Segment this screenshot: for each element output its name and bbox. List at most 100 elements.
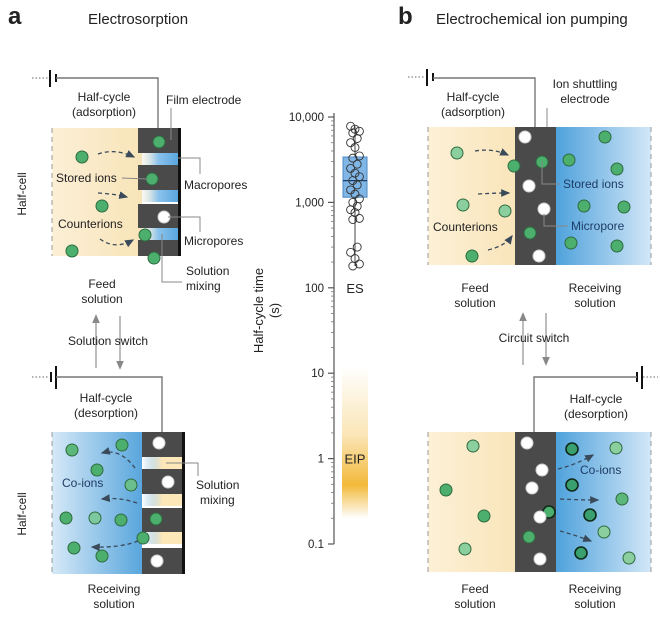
eip-range-band bbox=[342, 366, 368, 519]
solution-switch-label: Solution switch bbox=[68, 334, 148, 348]
es-data-point bbox=[354, 213, 364, 223]
leader-line bbox=[168, 216, 201, 232]
leader-line bbox=[166, 462, 199, 476]
receiving-solution-sub: solution bbox=[574, 597, 615, 611]
film-electrode bbox=[142, 432, 185, 574]
es-data-point bbox=[352, 134, 362, 143]
circuit-wire bbox=[433, 77, 536, 127]
halfcycle-desorption-label: Half-cycle bbox=[570, 392, 623, 406]
solution-mixing-sub: mixing bbox=[200, 493, 235, 507]
es-data-point bbox=[346, 205, 356, 215]
y-axis-label: Half-cycle time bbox=[251, 268, 266, 353]
es-data-point bbox=[354, 172, 364, 182]
es-data-point bbox=[348, 153, 358, 163]
solution-mixing-label: Solution bbox=[186, 264, 229, 278]
stored-ions-label: Stored ions bbox=[563, 177, 624, 191]
battery-icon bbox=[636, 366, 658, 389]
halfcycle-desorption-label: Half-cycle bbox=[80, 391, 133, 405]
leader-line bbox=[541, 162, 560, 185]
y-tick-label: 0.1 bbox=[308, 539, 324, 551]
micropores-label: Micropores bbox=[184, 234, 243, 248]
es-boxplot bbox=[342, 121, 368, 271]
receiving-solution-sub: solution bbox=[93, 597, 134, 611]
battery-icon bbox=[32, 366, 57, 389]
leader-line bbox=[178, 157, 201, 174]
ions-top-b bbox=[450, 130, 631, 263]
panel-a-letter: a bbox=[8, 3, 22, 30]
micropore-label: Micropore bbox=[571, 219, 625, 233]
circuit-wire bbox=[56, 376, 163, 432]
y-tick-label: 10,000 bbox=[289, 112, 324, 124]
leader-line bbox=[121, 177, 149, 180]
ion-shuttling-electrode bbox=[515, 432, 556, 572]
y-tick-label: 1,000 bbox=[295, 197, 324, 209]
macropores-label: Macropores bbox=[184, 178, 247, 192]
battery-icon bbox=[32, 70, 57, 87]
ions-top-a bbox=[65, 135, 171, 265]
ion-flow-arrows bbox=[557, 454, 600, 542]
es-data-point bbox=[350, 142, 360, 152]
ion-shuttling-electrode-label: Ion shuttling bbox=[553, 77, 618, 91]
panel-b-title: Electrochemical ion pumping bbox=[436, 11, 628, 28]
receiving-solution-label: Receiving bbox=[569, 281, 622, 295]
halfcycle-desorption-sub: (desorption) bbox=[564, 407, 628, 421]
leader-line bbox=[543, 214, 568, 227]
ion-shuttling-electrode bbox=[515, 127, 556, 265]
half-cell-label: Half-cell bbox=[15, 492, 29, 535]
eip-band-rect bbox=[342, 366, 368, 519]
feed-solution-region bbox=[428, 432, 515, 572]
y-tick-label: 100 bbox=[305, 283, 324, 295]
es-data-point bbox=[346, 138, 356, 148]
half-cell-label: Half-cell bbox=[15, 172, 29, 215]
es-data-point bbox=[346, 247, 356, 257]
es-data-point bbox=[348, 261, 358, 271]
halfcycle-desorption-sub: (desorption) bbox=[74, 406, 138, 420]
es-category-label: ES bbox=[346, 281, 364, 296]
solution-mixing-label: Solution bbox=[196, 478, 239, 492]
feed-solution-label: Feed bbox=[88, 277, 115, 291]
es-data-point bbox=[352, 159, 362, 169]
battery-icon bbox=[408, 69, 434, 86]
co-ions-label: Co-ions bbox=[580, 463, 621, 477]
solution-mixing-sub: mixing bbox=[186, 279, 221, 293]
circuit-wire bbox=[533, 376, 637, 432]
es-data-point bbox=[350, 189, 360, 199]
panel-b-letter: b bbox=[398, 3, 413, 30]
ions-bottom-a bbox=[59, 436, 175, 568]
counterions-label: Counterions bbox=[58, 217, 123, 231]
half-cycle-time-chart: 10,000 1,000 100 10 1 0.1 Half-cycle time (s)… bbox=[251, 112, 368, 551]
receiving-solution-label: Receiving bbox=[88, 582, 141, 596]
panel-a-title: Electrosorption bbox=[88, 11, 188, 28]
es-data-point bbox=[352, 180, 362, 190]
ions-bottom-b bbox=[439, 436, 636, 566]
es-data-point bbox=[354, 151, 364, 161]
eip-category-label: EIP bbox=[345, 452, 366, 467]
halfcycle-adsorption-label: Half-cycle bbox=[447, 90, 500, 104]
counterions-label: Counterions bbox=[433, 220, 498, 234]
es-data-point bbox=[348, 215, 358, 224]
y-tick-label: 10 bbox=[311, 368, 324, 380]
receiving-solution-sub: solution bbox=[574, 296, 615, 310]
feed-solution-sub: solution bbox=[81, 292, 122, 306]
y-tick-label: 1 bbox=[318, 454, 324, 466]
circuit-wire bbox=[56, 77, 159, 128]
ion-flow-arrows bbox=[97, 150, 136, 248]
leader-line bbox=[161, 234, 182, 283]
solution-switch-arrows bbox=[92, 314, 124, 370]
es-data-point bbox=[352, 242, 362, 252]
ion-flow-arrows bbox=[90, 447, 139, 552]
film-electrode-label: Film electrode bbox=[166, 93, 242, 107]
halfcycle-adsorption-sub: (adsorption) bbox=[72, 105, 136, 119]
co-ions-label: Co-ions bbox=[62, 476, 103, 490]
es-data-point bbox=[346, 121, 356, 131]
es-data-point bbox=[350, 208, 360, 218]
y-ticks: 10,000 1,000 100 10 1 0.1 bbox=[289, 112, 334, 551]
ion-shuttling-electrode-sub: electrode bbox=[560, 92, 610, 106]
receiving-solution-label: Receiving bbox=[569, 582, 622, 596]
circuit-switch-arrows bbox=[519, 312, 550, 366]
feed-solution-region bbox=[52, 128, 142, 256]
es-data-point bbox=[348, 128, 358, 138]
circuit-switch-label: Circuit switch bbox=[499, 331, 570, 345]
y-axis-unit: (s) bbox=[267, 303, 282, 318]
